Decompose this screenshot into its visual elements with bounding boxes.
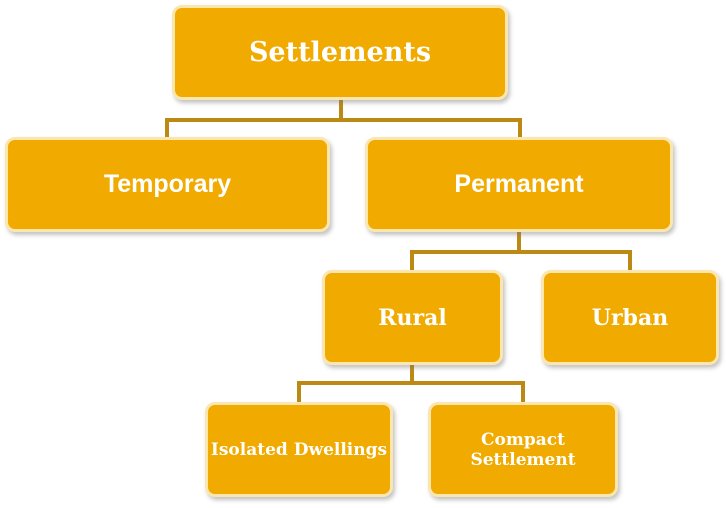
- node-label: Permanent: [454, 170, 584, 198]
- connector-permanent: [410, 232, 632, 270]
- node-label: Rural: [378, 304, 447, 331]
- connector-rural: [297, 365, 525, 402]
- node-urban: Urban: [541, 270, 719, 365]
- node-label: Isolated Dwellings: [210, 439, 388, 460]
- node-isolated-dwellings: Isolated Dwellings: [205, 402, 393, 497]
- node-label: Temporary: [103, 170, 232, 198]
- node-permanent: Permanent: [365, 137, 673, 232]
- node-rural: Rural: [322, 270, 503, 365]
- node-label: Settlements: [248, 37, 432, 68]
- node-settlements: Settlements: [172, 5, 508, 100]
- node-label: Compact Settlement: [470, 429, 576, 470]
- connector-root: [165, 100, 522, 137]
- node-label: Urban: [591, 304, 669, 331]
- node-temporary: Temporary: [5, 137, 330, 232]
- node-compact-settlement: Compact Settlement: [428, 402, 618, 497]
